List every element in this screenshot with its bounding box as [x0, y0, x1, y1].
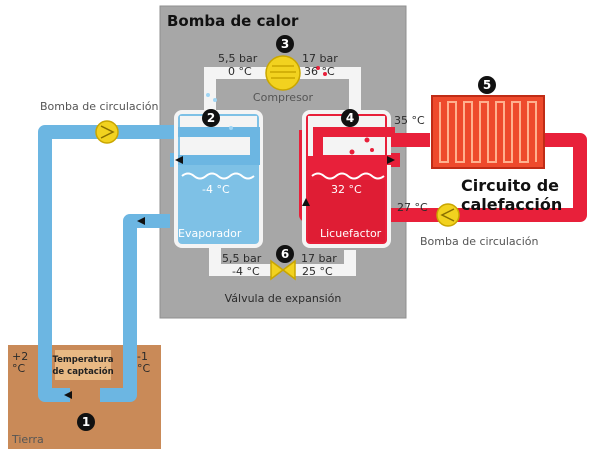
badge-3: [276, 35, 294, 53]
heating-supply-temp: 35 °C: [394, 114, 425, 127]
ground-right-temp-unit: °C: [137, 362, 151, 375]
valve-label: Válvula de expansión: [225, 292, 342, 305]
badge-2-label: 2: [207, 111, 215, 125]
badge-6-label: 6: [281, 247, 289, 261]
condenser-coil: [313, 127, 395, 165]
compressor-left-temp: 0 °C: [228, 65, 252, 78]
heating-pump: [436, 203, 460, 227]
ground-pump: [95, 120, 119, 144]
circuit-label-line1: Circuito de: [461, 176, 559, 195]
bubbles: [206, 66, 374, 155]
flow-arrow-icon: [387, 156, 395, 164]
evaporator-temp: -4 °C: [202, 183, 230, 196]
condenser-label: Licuefactor: [320, 227, 382, 240]
compressor: [265, 55, 301, 91]
circuit-label-line2: calefacción: [461, 195, 562, 214]
refrigerant-loop: [204, 67, 361, 120]
valve-right-pressure: 17 bar: [301, 252, 337, 265]
compressor-label: Compresor: [253, 91, 314, 104]
badge-4: [341, 109, 359, 127]
compressor-right-pressure: 17 bar: [302, 52, 338, 65]
evaporator-label: Evaporador: [178, 227, 242, 240]
capture-temp-box: [55, 350, 111, 380]
evaporator-wave: [181, 172, 255, 180]
ground-label: Tierra: [11, 433, 44, 446]
condenser-hot-fill: [308, 180, 385, 242]
badge-2: [202, 109, 220, 127]
ground-right-temp-value: -1: [137, 350, 148, 363]
badge-5-label: 5: [483, 78, 491, 92]
condenser-wave: [311, 172, 385, 180]
compressor-right-temp: 36 °C: [304, 65, 335, 78]
badge-6: [276, 245, 294, 263]
valve-left-pressure: 5,5 bar: [222, 252, 262, 265]
flow-arrow-icon: [302, 198, 310, 206]
flow-arrow-icon: [175, 156, 183, 164]
refrigerant-loop-bottom: [209, 248, 356, 276]
evaporator-coil: [178, 127, 260, 165]
diagram-title: Bomba de calor: [167, 12, 299, 30]
badge-4-label: 4: [346, 111, 354, 125]
ground-left-temp-value: +2: [12, 350, 28, 363]
compressor-left-pressure: 5,5 bar: [218, 52, 258, 65]
heating-pump-label: Bomba de circulación: [420, 235, 538, 248]
radiator-fins: [439, 101, 537, 163]
capture-temp-line1: Temperatura: [52, 355, 113, 365]
badge-5: [478, 76, 496, 94]
badge-1: [77, 413, 95, 431]
ground-left-temp-unit: °C: [12, 362, 26, 375]
capture-temp-line2: de captación: [52, 366, 113, 377]
expansion-valve: [270, 259, 296, 281]
valve-left-temp: -4 °C: [232, 265, 260, 278]
ground-pump-label: Bomba de circulación: [40, 100, 158, 113]
flow-arrow-icon: [64, 391, 72, 399]
flow-arrow-icon: [137, 217, 145, 225]
badge-1-label: 1: [82, 415, 90, 429]
condenser-temp: 32 °C: [331, 183, 362, 196]
valve-right-temp: 25 °C: [302, 265, 333, 278]
heating-return-temp: 27 °C: [397, 201, 428, 214]
badge-3-label: 3: [281, 37, 289, 51]
